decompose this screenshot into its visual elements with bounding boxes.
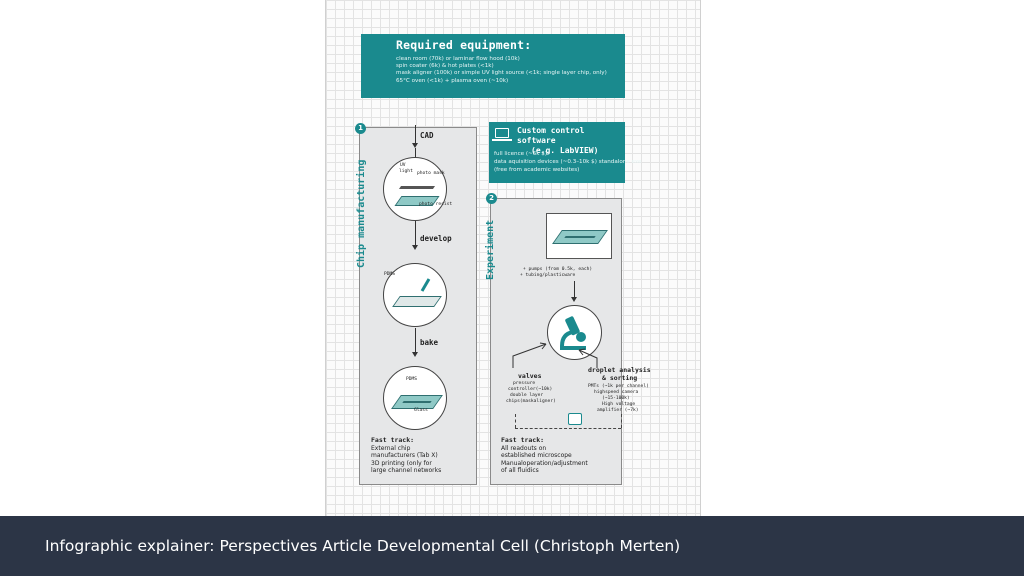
- light-label: light: [399, 169, 413, 174]
- tubing-line: + tubing/plasticware: [520, 273, 576, 278]
- arrow-head: [412, 143, 418, 148]
- software-title-line2: (e.g. LabVIEW): [531, 146, 599, 155]
- chip-fast-line: External chip: [371, 444, 411, 452]
- software-line: data aquisition devices (~0.3–10k $) sta…: [494, 159, 642, 165]
- chip-manufacturing-label: Chip manufacturing: [356, 159, 367, 268]
- droplet-line: highspeed camera: [594, 390, 639, 395]
- experiment-fast-line: Manualoperation/adjustment: [501, 459, 588, 467]
- experiment-fast-line: established microscope: [501, 452, 572, 459]
- experiment-label: Experiment: [485, 219, 496, 280]
- chip-image-frame: [546, 213, 612, 259]
- experiment-fast-line: of all fluidics: [501, 467, 539, 474]
- equipment-title: Required equipment:: [396, 38, 532, 52]
- photo-mask-label: photo mask: [417, 171, 445, 176]
- software-line: full licence (~6k $): [494, 151, 548, 157]
- equipment-line: mask aligner (100k) or simple UV light s…: [396, 70, 607, 77]
- droplet-title-2: & sorting: [602, 374, 638, 382]
- microscope-circle: [547, 305, 602, 360]
- laptop-icon: [568, 413, 582, 425]
- bonded-chip: [391, 395, 443, 409]
- arrow-head: [412, 352, 418, 357]
- bonded-chip-circle: [383, 366, 447, 430]
- caption-text: Infographic explainer: Perspectives Arti…: [45, 537, 681, 555]
- chip-fast-line: large channel networks: [371, 467, 442, 474]
- chip-fast-track: Fast track: External chip manufacturers …: [371, 436, 442, 475]
- arrow-line: [574, 281, 575, 297]
- microscope-icon: [560, 316, 586, 350]
- pipette-icon: [420, 278, 431, 292]
- arrow-line: [415, 125, 416, 143]
- photo-resist-label: photo resist: [419, 202, 453, 207]
- required-equipment-box: Required equipment: clean room (70k) or …: [361, 34, 625, 98]
- caption-bar: Infographic explainer: Perspectives Arti…: [0, 516, 1024, 576]
- uv-label: UV: [400, 163, 406, 168]
- arrow-line: [415, 221, 416, 245]
- split-arrows: [512, 342, 598, 368]
- droplet-line: High voltage: [602, 402, 636, 407]
- exposure-circle: [383, 157, 447, 221]
- experiment-fast-track: Fast track: All readouts on established …: [501, 436, 588, 475]
- photo-mask: [398, 186, 436, 189]
- software-line: (free from academic websites): [494, 167, 580, 173]
- valves-line: chips(maskaligner): [506, 399, 556, 404]
- software-title: Custom control software(e.g. LabVIEW): [517, 126, 625, 156]
- valves-line: pressure: [513, 381, 536, 386]
- experiment-fast-line: All readouts on: [501, 444, 547, 452]
- equipment-line: 65°C oven (<1k) + plasma oven (~10k): [396, 77, 509, 84]
- dashed-connector: [515, 414, 516, 428]
- arrow-head: [412, 245, 418, 250]
- droplet-line: (~15-100k): [602, 396, 630, 401]
- droplet-line: amplifier (~7k): [597, 408, 639, 413]
- step-1-badge: 1: [355, 123, 366, 134]
- valves-title: valves: [518, 372, 542, 380]
- pumps-line: + pumps (from 0.5k, each): [523, 267, 593, 272]
- droplet-line: PMTs (~1k per channel): [588, 384, 649, 389]
- pdms-label: PDMS: [384, 272, 396, 277]
- pdms-chip: [392, 296, 442, 307]
- arrow-line: [415, 328, 416, 352]
- step-bake: bake: [420, 338, 439, 347]
- dashed-connector: [621, 414, 622, 428]
- step-2-badge: 2: [486, 193, 497, 204]
- droplet-title-1: droplet analysis: [588, 366, 651, 374]
- valves-line: controller(~10k): [508, 387, 553, 392]
- valves-line: double layer: [510, 393, 544, 398]
- experiment-chip: [552, 230, 608, 244]
- equipment-line: spin coater (6k) & hot plates (<1k): [396, 63, 494, 70]
- step-develop: develop: [420, 234, 452, 243]
- experiment-fast-track-title: Fast track:: [501, 436, 545, 444]
- chip-fast-line: manufacturers (Tab X): [371, 452, 438, 459]
- equipment-line: clean room (70k) or laminar flow hood (1…: [396, 56, 520, 62]
- chip-fast-line: 3D printing (only for: [371, 459, 432, 467]
- dashed-connector: [515, 428, 621, 429]
- step-cad: CAD: [420, 131, 434, 140]
- software-title-line1: Custom control software: [517, 126, 585, 145]
- chip-fast-track-title: Fast track:: [371, 436, 415, 444]
- arrow-line: [415, 148, 416, 158]
- control-software-box: Custom control software(e.g. LabVIEW) fu…: [489, 122, 641, 183]
- laptop-icon: [492, 128, 512, 141]
- infographic-sheet: Required equipment: clean room (70k) or …: [325, 0, 701, 516]
- arrow-head: [571, 297, 577, 302]
- pdms-label-2: PDMS: [406, 377, 418, 382]
- pdms-pour-circle: [383, 263, 447, 327]
- glass-label: Glass: [414, 408, 428, 413]
